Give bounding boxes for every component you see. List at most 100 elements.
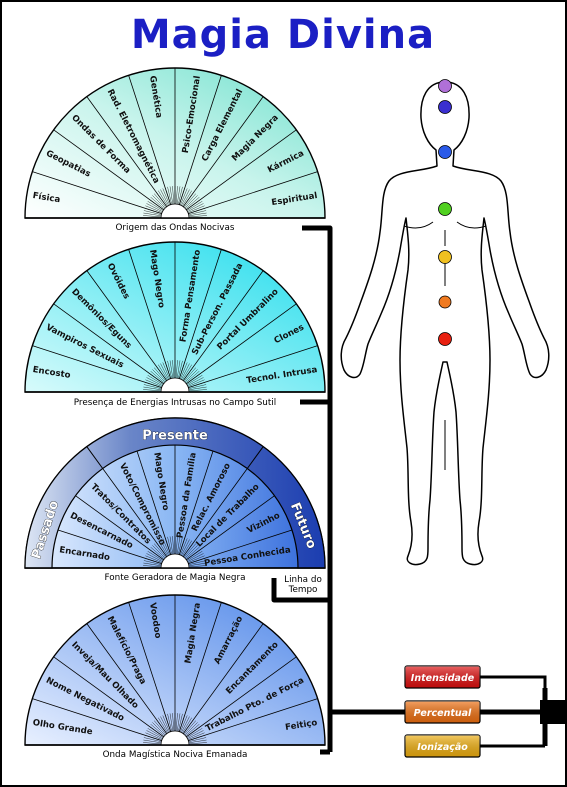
- hub-tick: [146, 553, 163, 562]
- sector-divider: [186, 656, 297, 738]
- hub-tick: [188, 384, 207, 389]
- hub-tick: [184, 195, 198, 209]
- hub-tick: [188, 386, 207, 391]
- hub-tick: [180, 362, 188, 380]
- hub-tick: [188, 742, 207, 745]
- hub-tick: [167, 713, 172, 732]
- hub-tick: [188, 565, 207, 568]
- sector-divider: [178, 602, 222, 732]
- hub-tick: [143, 739, 162, 744]
- hub-tick: [162, 362, 170, 380]
- sector-divider: [128, 249, 172, 379]
- hub-tick: [188, 562, 207, 567]
- hub-tick: [148, 549, 164, 560]
- intensidade-button[interactable]: Intensidade: [404, 665, 481, 689]
- hub-tick: [160, 539, 169, 556]
- hub-tick: [176, 713, 181, 732]
- hub-tick: [144, 207, 162, 214]
- hub-tick: [143, 215, 162, 218]
- sector-divider: [53, 656, 164, 738]
- hub-tick: [164, 187, 171, 205]
- hub-tick: [185, 547, 200, 560]
- sector-divider: [53, 303, 164, 385]
- intensidade-button-shade: [405, 666, 480, 688]
- timeline-ring: [24, 417, 326, 569]
- sector-divider: [86, 270, 168, 381]
- chart-hub: [160, 377, 190, 393]
- percentual-button-shade: [405, 701, 480, 723]
- chakra-points: [438, 79, 452, 346]
- hub-tick: [146, 203, 163, 212]
- hub-tick: [143, 737, 162, 742]
- hub-tick: [146, 730, 163, 739]
- hub-tick: [150, 724, 165, 737]
- hub-tick: [187, 555, 205, 563]
- hub-tick: [188, 215, 207, 218]
- hub-tick: [145, 379, 163, 387]
- hub-tick: [178, 360, 183, 379]
- sector-divider: [57, 529, 162, 565]
- chart-hub: [160, 203, 190, 219]
- chart-hub: [160, 730, 190, 746]
- hub-tick: [164, 361, 171, 379]
- hub-tick: [188, 389, 207, 392]
- hub-tick: [178, 186, 183, 205]
- sector-divider: [188, 171, 318, 215]
- hub-tick: [160, 716, 169, 733]
- hub-tick: [156, 191, 167, 207]
- chakra-point-3: [438, 145, 452, 159]
- percentual-button[interactable]: Percentual: [404, 700, 481, 724]
- sector-divider: [178, 450, 214, 555]
- ionizacao-button[interactable]: Ionização: [404, 734, 481, 758]
- hub-tick: [187, 203, 204, 212]
- hub-tick: [172, 536, 175, 555]
- hub-tick: [152, 369, 166, 383]
- hub-tick: [154, 720, 167, 735]
- hub-tick: [148, 373, 164, 384]
- hub-tick: [158, 717, 168, 734]
- chart-hub: [160, 553, 190, 569]
- hub-tick: [175, 713, 178, 732]
- hub-tick: [154, 543, 167, 558]
- hub-tick: [160, 363, 169, 380]
- hub-tick: [148, 726, 164, 737]
- hub-tick: [144, 557, 162, 564]
- hub-tick: [186, 549, 202, 560]
- ionizacao-button-label: Ionização: [417, 742, 468, 753]
- hub-tick: [164, 537, 171, 555]
- hub-tick: [152, 545, 166, 559]
- sector-divider: [53, 129, 164, 211]
- hub-tick: [150, 197, 165, 210]
- hub-tick: [183, 720, 196, 735]
- hub-tick: [158, 364, 168, 381]
- sector-divider: [182, 623, 264, 734]
- hub-tick: [143, 565, 162, 568]
- sector-divider: [86, 623, 168, 734]
- hub-tick: [183, 191, 194, 207]
- hub-tick: [178, 713, 183, 732]
- hub-tick: [156, 365, 167, 381]
- hub-tick: [154, 193, 167, 208]
- intensidade-button-label: Intensidade: [411, 673, 475, 684]
- hub-tick: [188, 212, 207, 217]
- hub-tick: [185, 371, 200, 384]
- hub-tick: [172, 186, 175, 205]
- hub-tick: [179, 537, 186, 555]
- hub-tick: [147, 375, 164, 385]
- hub-tick: [179, 187, 186, 205]
- hub-tick: [186, 373, 202, 384]
- sector-divider: [86, 96, 168, 207]
- hub-tick: [182, 190, 192, 207]
- sector-divider: [188, 698, 318, 742]
- sector-divider: [182, 468, 248, 557]
- hub-tick: [143, 210, 162, 215]
- sector-divider: [32, 698, 162, 742]
- hub-tick: [143, 389, 162, 392]
- hub-tick: [167, 536, 172, 555]
- hub-tick: [143, 562, 162, 567]
- hub-tick: [184, 545, 198, 559]
